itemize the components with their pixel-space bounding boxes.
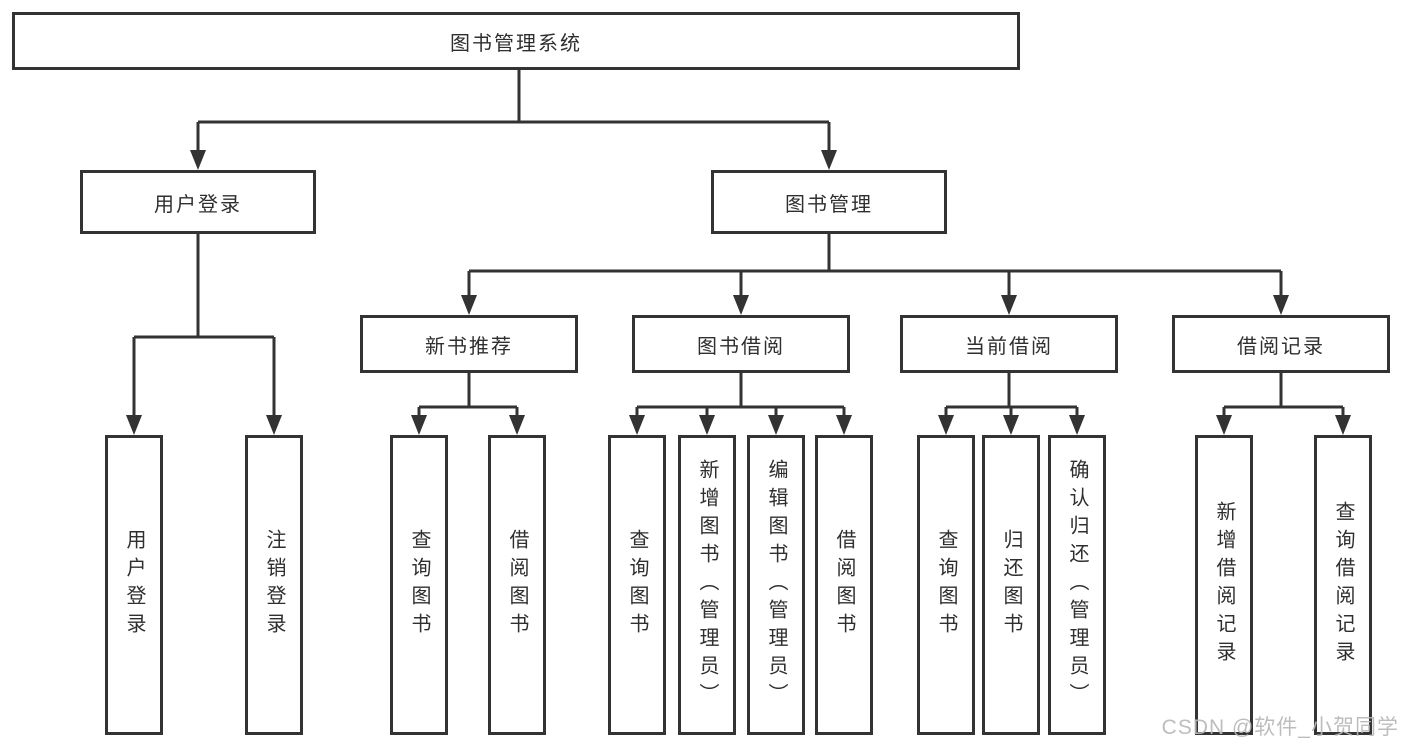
leaf-user-login: 用户登录 [105, 435, 163, 735]
node-label: 查询图书 [935, 529, 957, 641]
node-label: 新增图书（管理员） [696, 459, 718, 711]
leaf-edit-books-admin: 编辑图书（管理员） [747, 435, 805, 735]
connector-book-management-children [467, 234, 1283, 297]
node-root: 图书管理系统 [12, 12, 1020, 70]
arrow-icon [768, 415, 784, 435]
arrow-icon [699, 415, 715, 435]
arrow-icon [1001, 295, 1017, 315]
connector-current-borrowing-children [944, 373, 1079, 417]
node-label: 图书管理系统 [450, 32, 582, 55]
node-label: 图书管理 [785, 193, 873, 216]
leaf-return-books: 归还图书 [982, 435, 1040, 735]
node-label: 查询图书 [626, 529, 648, 641]
arrow-icon [733, 295, 749, 315]
leaf-query-books-2: 查询图书 [608, 435, 666, 735]
arrow-icon [821, 150, 837, 170]
leaf-borrow-books-2: 借阅图书 [815, 435, 873, 735]
csdn-watermark: CSDN @软件_小贺同学 [1161, 716, 1399, 739]
arrow-icon [1335, 415, 1351, 435]
arrow-icon [1216, 415, 1232, 435]
arrow-icon [629, 415, 645, 435]
leaf-add-books-admin: 新增图书（管理员） [678, 435, 736, 735]
arrow-icon [126, 415, 142, 435]
node-label: 用户登录 [123, 529, 145, 641]
connector-root-to-level2 [196, 70, 831, 152]
arrow-icon [836, 415, 852, 435]
arrowheads [126, 150, 1351, 435]
connector-new-book-children [417, 373, 519, 417]
node-label: 新增借阅记录 [1213, 501, 1235, 669]
arrow-icon [1069, 415, 1085, 435]
connector-book-borrowing-children [635, 373, 846, 417]
node-label: 编辑图书（管理员） [765, 459, 787, 711]
node-book-management: 图书管理 [711, 170, 947, 234]
node-current-borrowing: 当前借阅 [900, 315, 1118, 373]
connector-user-login-children [132, 234, 276, 417]
arrow-icon [266, 415, 282, 435]
node-label: 确认归还（管理员） [1066, 459, 1088, 711]
leaf-query-borrow-record: 查询借阅记录 [1314, 435, 1372, 735]
node-label: 注销登录 [263, 529, 285, 641]
node-label: 图书借阅 [697, 335, 785, 358]
arrow-icon [509, 415, 525, 435]
node-borrow-records: 借阅记录 [1172, 315, 1390, 373]
node-label: 借阅图书 [833, 529, 855, 641]
node-label: 用户登录 [154, 193, 242, 216]
node-book-borrowing: 图书借阅 [632, 315, 850, 373]
node-label: 新书推荐 [425, 335, 513, 358]
arrow-icon [1273, 295, 1289, 315]
leaf-query-books-1: 查询图书 [390, 435, 448, 735]
node-label: 借阅记录 [1237, 335, 1325, 358]
leaf-logout: 注销登录 [245, 435, 303, 735]
node-label: 查询图书 [408, 529, 430, 641]
node-label: 查询借阅记录 [1332, 501, 1354, 669]
leaf-confirm-return-admin: 确认归还（管理员） [1048, 435, 1106, 735]
node-label: 归还图书 [1000, 529, 1022, 641]
arrow-icon [411, 415, 427, 435]
arrow-icon [938, 415, 954, 435]
node-label: 当前借阅 [965, 335, 1053, 358]
leaf-borrow-books-1: 借阅图书 [488, 435, 546, 735]
node-new-book-recommend: 新书推荐 [360, 315, 578, 373]
node-label: 借阅图书 [506, 529, 528, 641]
connector-borrow-records-children [1222, 373, 1345, 417]
node-user-login: 用户登录 [80, 170, 316, 234]
arrow-icon [1003, 415, 1019, 435]
leaf-query-books-3: 查询图书 [917, 435, 975, 735]
leaf-add-borrow-record: 新增借阅记录 [1195, 435, 1253, 735]
arrow-icon [190, 150, 206, 170]
arrow-icon [461, 295, 477, 315]
